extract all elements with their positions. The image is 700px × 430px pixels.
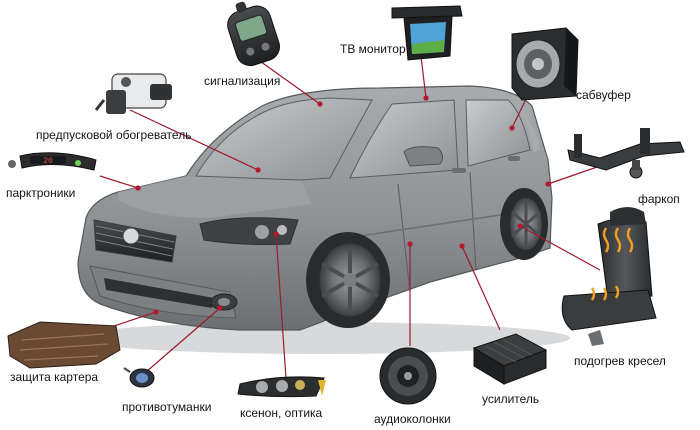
label-towbar: фаркоп [638,192,680,206]
car [70,85,570,354]
leader-xenon [275,233,287,379]
fog-light-icon [123,367,155,388]
amplifier-icon [472,333,548,385]
leader-dots [135,95,551,315]
label-subwoofer: сабвуфер [576,88,631,102]
parktronic-icon: 20 [8,152,97,171]
xenon-headlight-icon [237,376,326,398]
heated-seat-icon [561,207,657,346]
label-parktronic: парктроники [6,186,76,200]
leader-parktronic [99,175,139,189]
front-wheel [306,232,390,328]
crankcase-guard-icon [7,321,121,369]
leader-seat-heating [519,225,601,271]
label-xenon-optics: ксенон, оптика [240,406,323,420]
leader-amplifier [461,245,501,331]
label-crankcase-guard: защита картера [10,370,99,384]
alarm-fob-icon [227,1,281,67]
label-seat-heating: подогрев кресел [574,354,666,368]
speaker-icon [379,347,437,405]
rear-wheel [500,188,548,260]
preheater-icon [94,73,172,114]
label-tv-monitor: ТВ монитор [340,42,406,56]
leader-towbar [547,165,601,185]
label-speakers: аудиоколонки [374,412,451,426]
leader-fog-lights [145,307,221,373]
parktronic-readout: 20 [43,157,53,166]
towbar-icon [567,128,685,179]
label-preheater: предпусковой обогреватель [36,128,192,142]
tv-monitor-icon [391,5,463,61]
subwoofer-icon [511,27,579,101]
label-alarm: сигнализация [204,74,281,88]
leader-preheater [129,109,259,171]
label-fog-lights: противотуманки [122,400,212,414]
label-amplifier: усилитель [482,392,540,406]
